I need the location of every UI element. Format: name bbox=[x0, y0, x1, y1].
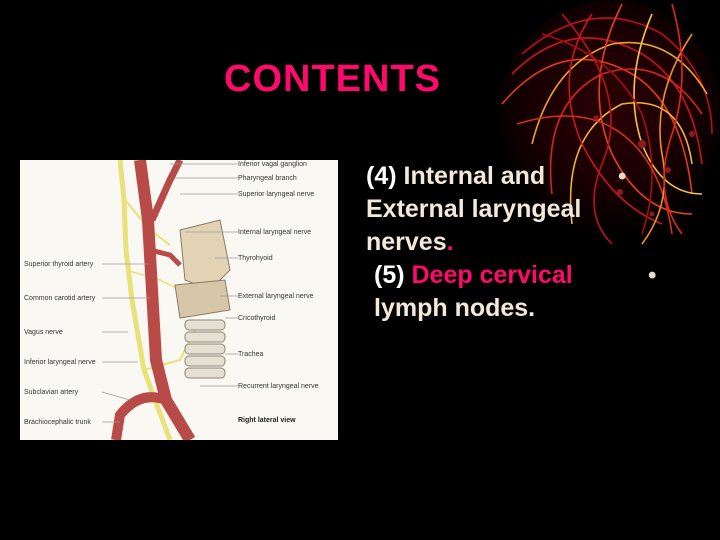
decorative-swirl-orb bbox=[498, 0, 720, 245]
label-external-laryngeal-nerve: External laryngeal nerve bbox=[238, 293, 314, 300]
label-superior-thyroid-artery: Superior thyroid artery bbox=[24, 261, 94, 268]
label-trachea: Trachea bbox=[238, 351, 264, 358]
bullet-text: Internal and External laryngeal nerves bbox=[366, 162, 582, 256]
label-common-carotid-artery: Common carotid artery bbox=[24, 295, 96, 302]
label-inferior-vagal-ganglion: Inferior vagal ganglion bbox=[238, 161, 307, 168]
anatomy-figure: Inferior vagal ganglion Pharyngeal branc… bbox=[20, 160, 338, 440]
label-inferior-laryngeal-nerve: Inferior laryngeal nerve bbox=[24, 359, 96, 366]
label-brachiocephalic-trunk: Brachiocephalic trunk bbox=[24, 419, 91, 426]
label-right-lateral-view: Right lateral view bbox=[238, 417, 296, 424]
label-cricothyroid: Cricothyroid bbox=[238, 315, 275, 322]
bullet-highlight-text: Deep cervical bbox=[411, 261, 573, 289]
label-internal-laryngeal-nerve: Internal laryngeal nerve bbox=[238, 229, 311, 236]
slide-title: CONTENTS bbox=[224, 58, 441, 100]
bullet-number: (5) bbox=[374, 261, 405, 289]
bullet-text: lymph nodes. bbox=[374, 294, 536, 322]
bullet-number: (4) bbox=[366, 162, 397, 190]
label-vagus-nerve: Vagus nerve bbox=[24, 329, 63, 336]
bullet-list: (4) Internal and External laryngeal nerv… bbox=[366, 160, 686, 325]
label-pharyngeal-branch: Pharyngeal branch bbox=[238, 175, 297, 182]
bullet-item-internal-external: (4) Internal and External laryngeal nerv… bbox=[366, 160, 626, 259]
bullet-period: . bbox=[446, 228, 454, 256]
label-recurrent-laryngeal-nerve: Recurrent laryngeal nerve bbox=[238, 383, 319, 390]
carotid-artery-shape bbox=[134, 160, 196, 440]
bullet-marker-icon: • bbox=[618, 163, 627, 190]
label-subclavian-artery: Subclavian artery bbox=[24, 389, 79, 396]
bullet-item-deep-cervical: (5) Deep cervical lymph nodes. • bbox=[366, 259, 656, 325]
label-thyrohyoid: Thyrohyoid bbox=[238, 255, 273, 262]
label-superior-laryngeal-nerve: Superior laryngeal nerve bbox=[238, 191, 314, 198]
bullet-marker-icon: • bbox=[648, 262, 657, 289]
